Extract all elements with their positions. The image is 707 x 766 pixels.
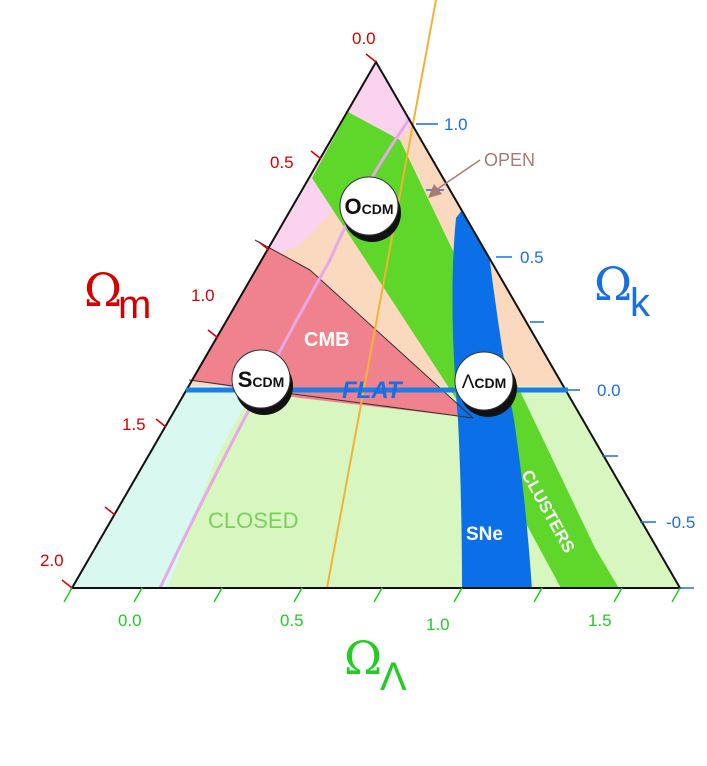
omega-m-tick-4: 2.0: [40, 551, 64, 570]
lcdm-rest: CDM: [474, 375, 506, 391]
pink-curve: [158, 117, 412, 589]
omega-lambda-tick-1: 0.5: [280, 611, 304, 630]
svg-text:OCDM: OCDM: [344, 194, 393, 219]
omega-k-ticks: [416, 123, 694, 589]
omega-lambda-tick-2: 1.0: [426, 615, 450, 634]
flat-label: FLAT: [342, 377, 404, 404]
omega-k-tick-1: 0.5: [520, 248, 544, 267]
omega-lambda-symbol: Ω: [344, 631, 382, 685]
omega-m-tick-0: 0.0: [352, 29, 376, 48]
omega-lambda-tick-labels: 0.0 0.5 1.0 1.5: [118, 611, 612, 634]
omega-lambda-tick-3: 1.5: [588, 611, 612, 630]
sne-label: SNe: [466, 524, 503, 545]
omega-k-tick-3: -0.5: [666, 513, 695, 532]
orange-line: [326, 0, 437, 589]
omega-m-subscript: m: [118, 283, 151, 327]
omega-lambda-tick-0: 0.0: [118, 611, 142, 630]
open-arrow-line: [435, 159, 481, 191]
omega-lambda-ticks: [63, 587, 681, 603]
omega-m-tick-1: 0.5: [270, 153, 294, 172]
omega-m-tick-3: 1.5: [122, 415, 146, 434]
cyan-band: [72, 386, 255, 588]
omega-m-tick-2: 1.0: [191, 286, 215, 305]
svg-text:SCDM: SCDM: [238, 367, 285, 392]
open-label: OPEN: [484, 150, 535, 170]
scdm-rest: CDM: [252, 374, 284, 390]
omega-m-tick-labels: 0.0 0.5 1.0 1.5 2.0: [40, 29, 376, 570]
omega-k-tick-2: 0.0: [597, 381, 621, 400]
omega-lambda-subscript: Λ: [380, 655, 407, 699]
omega-k-tick-0: 1.0: [444, 115, 468, 134]
omega-k-symbol: Ω: [594, 257, 632, 311]
omega-m-axis-title: Ω m: [84, 263, 151, 327]
omega-k-axis-title: Ω k: [594, 257, 651, 325]
ocdm-rest: CDM: [362, 201, 394, 217]
closed-label: CLOSED: [208, 508, 298, 533]
omega-m-ticks: [61, 53, 377, 589]
scdm-marker: SCDM: [231, 349, 293, 415]
ocdm-marker: OCDM: [339, 176, 401, 242]
omega-lambda-axis-title: Ω Λ: [344, 631, 407, 699]
lcdm-marker: ΛCDM: [454, 351, 517, 417]
lcdm-cap: Λ: [462, 372, 475, 393]
triangle-outline: [70, 60, 682, 589]
ocdm-cap: O: [344, 194, 361, 219]
omega-m-symbol: Ω: [84, 263, 122, 317]
cmb-label: CMB: [304, 329, 350, 351]
omega-k-subscript: k: [630, 281, 651, 325]
scdm-cap: S: [238, 367, 253, 392]
omega-k-tick-labels: 1.0 0.5 0.0 -0.5: [444, 115, 695, 532]
svg-text:ΛCDM: ΛCDM: [462, 372, 507, 393]
open-arrow-head: [428, 184, 442, 198]
